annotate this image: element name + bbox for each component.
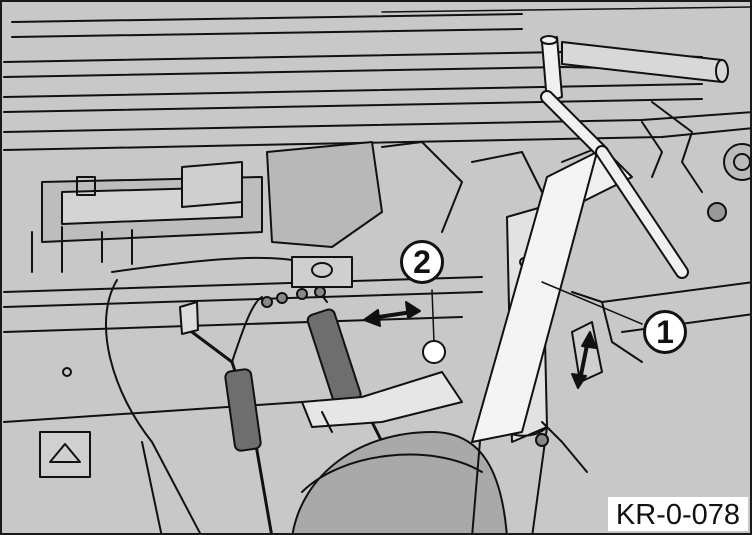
top-rod <box>561 41 750 222</box>
mounting-bracket <box>179 256 463 433</box>
panel-symbol <box>39 431 91 478</box>
jack-fittings <box>535 291 643 473</box>
carriage-housing <box>41 141 543 248</box>
movement-arrows <box>363 301 597 389</box>
corrugated-boots <box>224 308 362 452</box>
lower-rails <box>3 226 750 423</box>
callout-1: 1 <box>643 310 687 354</box>
upper-rails <box>3 6 750 151</box>
large-hose <box>291 431 508 533</box>
crank-handle <box>540 35 689 279</box>
leader-lines <box>422 281 643 364</box>
figure-code: KR-0-078 <box>607 497 748 531</box>
callout-2: 2 <box>400 240 444 284</box>
